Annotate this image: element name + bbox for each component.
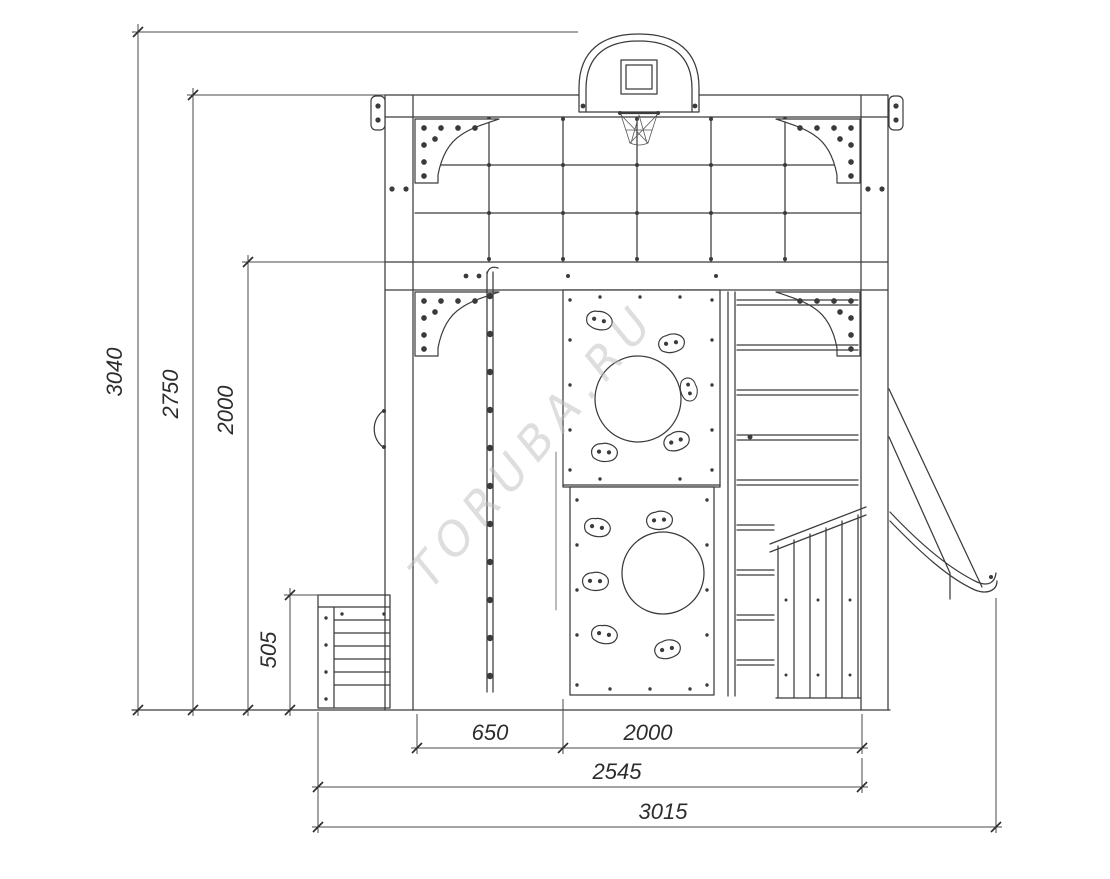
plank-ramp	[769, 506, 867, 699]
rung-wall	[727, 291, 859, 697]
climbing-hold	[581, 571, 610, 592]
slide	[888, 388, 998, 600]
dim-label-climb-bay-width: 2000	[623, 720, 674, 745]
dim-label-sandbox-height: 505	[256, 631, 281, 668]
dim-label-overall-height: 3040	[102, 347, 127, 397]
dim-label-overall-width: 3015	[639, 799, 689, 824]
dim-label-middle-beam-height: 2000	[213, 385, 238, 436]
sandbox-bench	[317, 594, 391, 709]
dim-bays-row: 650 2000	[411, 699, 868, 754]
structure	[131, 33, 998, 711]
dim-label-ladder-bay-width: 650	[472, 720, 509, 745]
porthole-upper	[594, 355, 682, 443]
dimension-annotations: 3040 2750 2000 505 650 2000	[102, 24, 1002, 833]
dim-frame-width: 2545	[312, 712, 868, 833]
dim-middle-beam-height: 2000	[213, 255, 385, 716]
dim-label-frame-width: 2545	[592, 759, 643, 784]
porthole-lower	[621, 531, 705, 615]
hanger-plate-right	[888, 95, 904, 131]
panel-screws	[568, 295, 714, 691]
dim-sandbox-height: 505	[256, 588, 320, 716]
climbing-wall-panel	[562, 289, 721, 696]
dim-label-frame-height: 2750	[158, 369, 183, 420]
post-handle	[373, 409, 386, 449]
dim-overall-width: 3015	[312, 598, 1002, 833]
rope-ladder	[486, 266, 499, 693]
dim-overall-height: 3040	[102, 24, 578, 716]
dim-frame-height: 2750	[158, 88, 385, 716]
hanger-plate-left	[370, 95, 386, 131]
hoop-net	[620, 114, 658, 146]
basketball-backboard	[578, 33, 700, 146]
